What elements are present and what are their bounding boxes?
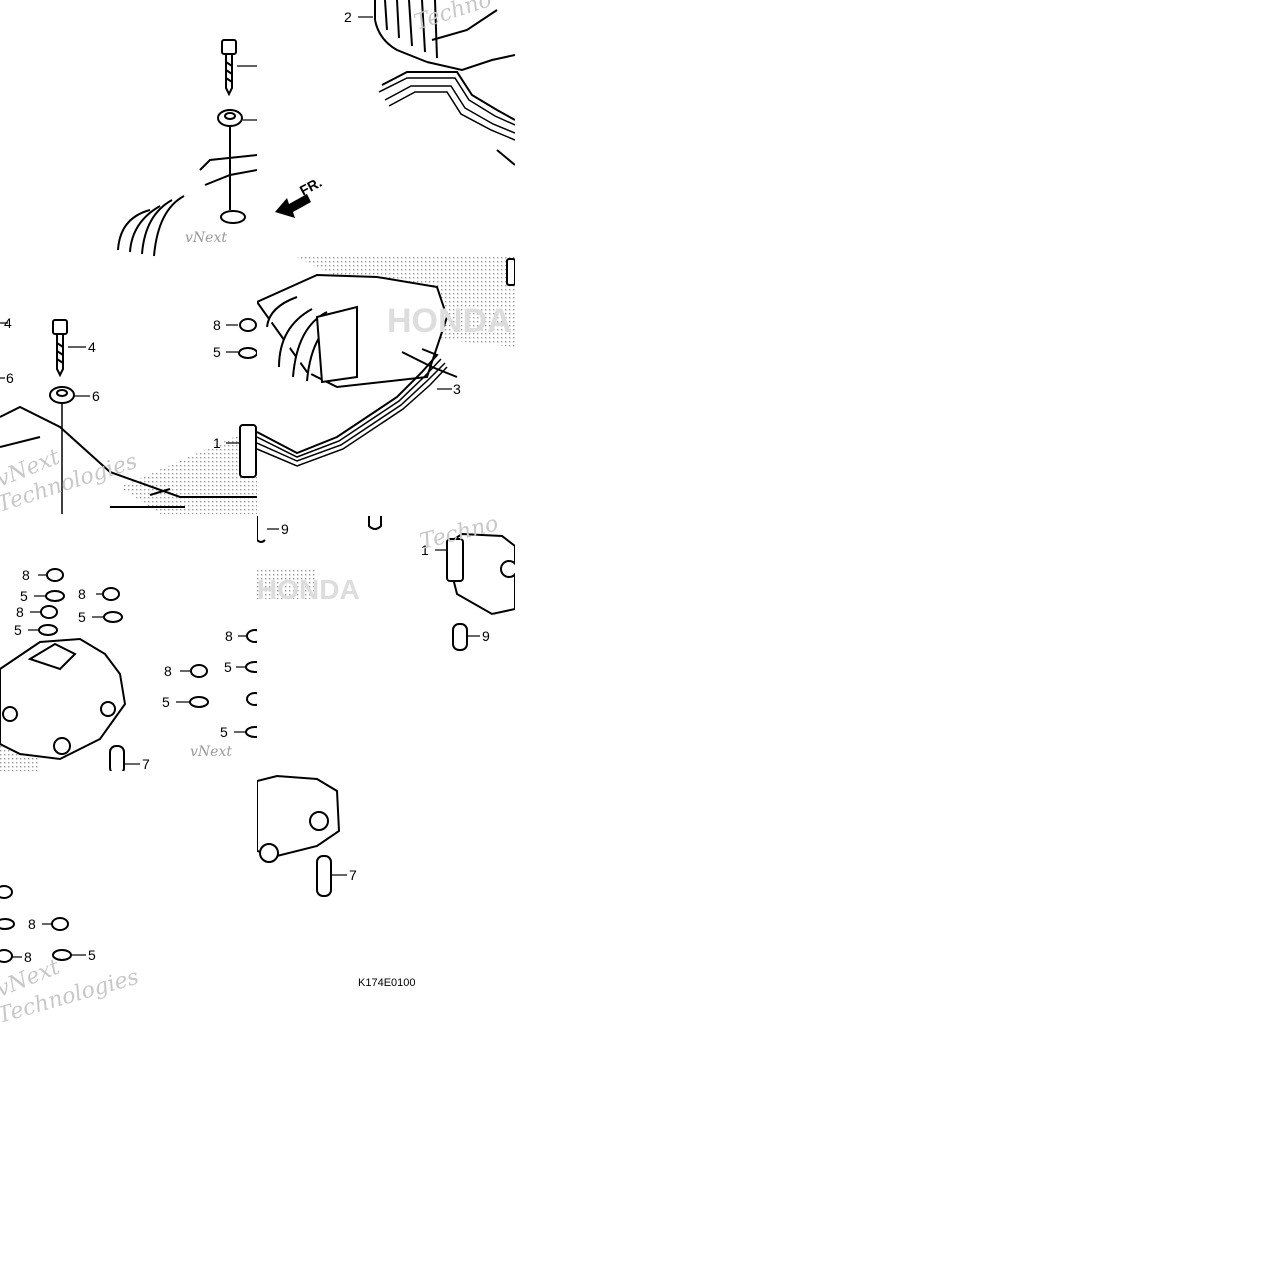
nuts-bottom-drawing: 8 8 5 vNext Technologies <box>0 885 142 1028</box>
callout-5: 5 <box>78 609 86 625</box>
watermark-text: vNext <box>190 744 232 760</box>
tile-head-cover-mid: 4 6 4 6 8 5 1 vNext Technologies <box>0 257 257 514</box>
watermark-text: vNext <box>185 230 227 246</box>
tile-head-cover-top: 2 Techno FR. <box>257 0 515 257</box>
callout-4: 4 <box>88 339 96 355</box>
callout-8: 8 <box>24 949 32 965</box>
tile-dowel-bottom: 7 <box>257 771 515 971</box>
brand-watermark: HONDA <box>257 574 360 605</box>
diagram-code: K174E0100 <box>358 977 416 989</box>
callout-8: 8 <box>78 586 86 602</box>
callout-8: 8 <box>164 663 172 679</box>
callout-5: 5 <box>224 659 232 675</box>
callout-5: 5 <box>220 724 228 740</box>
callout-9: 9 <box>482 628 490 644</box>
callout-8: 8 <box>22 567 30 583</box>
callout-5: 5 <box>20 588 28 604</box>
front-direction-label: FR. <box>297 174 324 199</box>
gasket-drawing: 3 HONDA <box>257 257 515 467</box>
callout-5: 5 <box>88 947 96 963</box>
tile-bolt-top: vNext <box>0 0 257 257</box>
head-cover-top-drawing: 2 Techno FR. <box>275 0 515 218</box>
head-cover-mid-drawing: 4 6 4 6 8 5 1 vNext Technologies <box>0 315 257 514</box>
callout-6: 6 <box>6 370 14 386</box>
callout-7: 7 <box>349 867 357 883</box>
callout-7: 7 <box>142 756 150 771</box>
callout-3: 3 <box>453 381 461 397</box>
callout-8: 8 <box>28 916 36 932</box>
callout-8: 8 <box>213 317 221 333</box>
callout-6: 6 <box>92 388 100 404</box>
dowels-drawing: 9 1 9 Techno HONDA <box>257 514 515 651</box>
callout-8: 8 <box>225 628 233 644</box>
bolt-top-drawing: vNext <box>117 39 257 257</box>
tile-gasket: 3 HONDA <box>257 257 515 514</box>
tile-dowels: 9 1 9 Techno HONDA <box>257 514 515 771</box>
front-arrow: FR. <box>275 174 324 218</box>
callout-4: 4 <box>4 315 12 331</box>
callout-8: 8 <box>16 604 24 620</box>
brand-watermark: HONDA <box>387 302 512 340</box>
dowel-bottom-drawing: 7 <box>257 774 357 897</box>
callout-9: 9 <box>281 521 289 537</box>
callout-1: 1 <box>421 542 429 558</box>
callout-5: 5 <box>14 622 22 638</box>
callout-2: 2 <box>344 9 352 25</box>
head-base-drawing: 8 5 8 5 8 5 8 5 8 5 5 7 vNext <box>0 567 257 771</box>
tile-nuts-bottom: 8 8 5 vNext Technologies <box>0 771 257 1028</box>
callout-5: 5 <box>213 344 221 360</box>
callout-1: 1 <box>213 435 221 451</box>
watermark-text: Techno <box>411 0 495 36</box>
tile-head-base: 8 5 8 5 8 5 8 5 8 5 5 7 vNext <box>0 514 257 771</box>
callout-5: 5 <box>162 694 170 710</box>
